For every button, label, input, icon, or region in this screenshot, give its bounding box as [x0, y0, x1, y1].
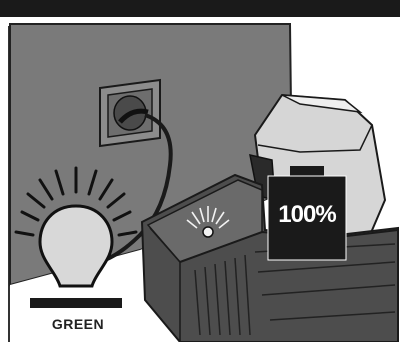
battery-charge-text: 100%	[270, 201, 344, 229]
indicator-color-label: GREEN	[30, 316, 126, 332]
wall-outlet-icon	[100, 80, 160, 146]
